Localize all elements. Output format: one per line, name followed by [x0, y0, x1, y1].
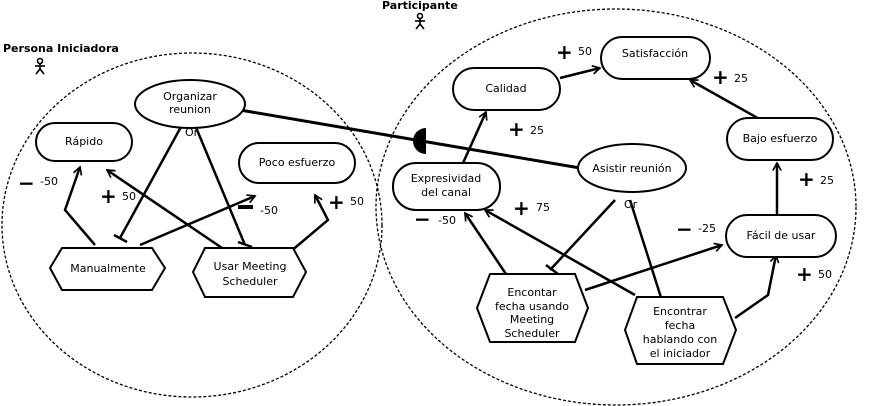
svg-text:-50: -50 — [260, 204, 278, 217]
actor-label-participante: Participante — [382, 0, 458, 12]
contrib-label-usar-ms-rapido: + 50 — [100, 184, 136, 208]
goal-asistir-reunion: Asistir reunión — [577, 143, 687, 193]
softgoal-calidad: Calidad — [452, 67, 561, 111]
svg-text:+: + — [508, 117, 525, 141]
svg-text:+: + — [100, 184, 117, 208]
svg-text:+: + — [556, 40, 573, 64]
or-bar — [237, 240, 253, 249]
minus-icon — [238, 205, 253, 209]
svg-text:Usar Meeting: Usar Meeting — [214, 260, 287, 273]
svg-text:50: 50 — [818, 268, 832, 281]
task-encontrar-fecha-hablando: Encontrar fecha hablando con el iniciado… — [623, 296, 738, 365]
svg-text:Bajo esfuerzo: Bajo esfuerzo — [743, 132, 818, 145]
softgoal-satisfaccion: Satisfacción — [600, 36, 711, 80]
svg-text:Calidad: Calidad — [485, 82, 526, 95]
svg-text:50: 50 — [350, 195, 364, 208]
svg-text:fecha usando: fecha usando — [495, 300, 569, 313]
contrib-encontrar-hablando-facil — [734, 255, 776, 320]
contrib-label-encontrar-ms-expresividad: − -50 — [414, 207, 456, 231]
contrib-expresividad-calidad — [461, 112, 486, 164]
svg-text:Manualmente: Manualmente — [70, 262, 146, 275]
dependency-marker — [413, 128, 426, 154]
person-icon — [415, 12, 425, 30]
svg-text:Encontrar: Encontrar — [653, 305, 707, 318]
svg-text:-25: -25 — [698, 222, 716, 235]
svg-text:Scheduler: Scheduler — [222, 275, 278, 288]
svg-text:Satisfacción: Satisfacción — [622, 47, 688, 60]
svg-text:−: − — [676, 217, 693, 241]
person-icon — [35, 57, 45, 75]
contrib-label-usar-ms-poco-esfuerzo: + 50 — [328, 190, 364, 214]
contrib-label-facil-bajo: + 25 — [798, 167, 834, 191]
task-usar-meeting-scheduler: Usar Meeting Scheduler — [191, 247, 308, 298]
svg-text:del canal: del canal — [421, 186, 471, 199]
svg-text:+: + — [328, 190, 345, 214]
svg-text:Organizar: Organizar — [163, 90, 217, 103]
contrib-label-manualmente-rapido: − -50 — [18, 171, 58, 195]
contrib-label-manualmente-poco-esfuerzo: -50 — [238, 204, 278, 217]
svg-text:50: 50 — [122, 190, 136, 203]
svg-text:Expresividad: Expresividad — [411, 172, 482, 185]
contrib-label-expresividad-calidad: + 25 — [508, 117, 544, 141]
task-manualmente: Manualmente — [48, 247, 167, 291]
actor-boundary-iniciadora — [1, 52, 383, 398]
svg-text:25: 25 — [530, 124, 544, 137]
svg-text:Poco esfuerzo: Poco esfuerzo — [259, 156, 336, 169]
contrib-label-calidad-satisfaccion: + 50 — [556, 40, 592, 64]
or-link-encontrar-hablando — [628, 199, 667, 311]
softgoal-expresividad-canal: Expresividad del canal — [392, 162, 501, 211]
contrib-usar-ms-poco-esfuerzo — [289, 195, 330, 253]
svg-text:+: + — [712, 65, 729, 89]
svg-text:25: 25 — [820, 174, 834, 187]
svg-text:Rápido: Rápido — [65, 135, 103, 148]
svg-text:25: 25 — [734, 72, 748, 85]
contrib-calidad-satisfaccion — [559, 68, 600, 80]
svg-text:Asistir reunión: Asistir reunión — [592, 162, 671, 175]
svg-text:el iniciador: el iniciador — [650, 347, 711, 360]
svg-text:Scheduler: Scheduler — [504, 327, 560, 340]
contrib-encontrar-ms-expresividad — [463, 213, 512, 281]
svg-text:-50: -50 — [40, 175, 58, 188]
dependency-link — [239, 108, 581, 170]
svg-text:reunion: reunion — [169, 103, 211, 116]
svg-text:+: + — [798, 167, 815, 191]
or-link-manualmente — [118, 124, 184, 239]
or-label: Or — [624, 198, 638, 211]
or-label: Or — [185, 126, 199, 139]
svg-text:Meeting: Meeting — [510, 313, 554, 326]
svg-text:+: + — [796, 262, 813, 286]
actor-boundary-participante — [375, 8, 857, 406]
contrib-usar-ms-rapido — [107, 168, 226, 252]
actor-label-iniciadora: Persona Iniciadora — [3, 42, 119, 55]
or-link-usar-ms — [193, 124, 247, 246]
svg-text:−: − — [18, 171, 35, 195]
svg-text:+: + — [513, 196, 530, 220]
or-bar — [113, 233, 128, 244]
svg-text:-50: -50 — [438, 214, 456, 227]
contrib-manualmente-poco-esfuerzo — [139, 196, 255, 247]
svg-text:Encontar: Encontar — [507, 286, 557, 299]
contrib-label-encontrar-hablando-expresividad: + 75 — [513, 196, 550, 220]
svg-text:fecha: fecha — [665, 319, 695, 332]
task-encontrar-fecha-meeting-scheduler: Encontar fecha usando Meeting Scheduler — [475, 273, 590, 343]
svg-text:Fácil de usar: Fácil de usar — [747, 229, 816, 242]
or-bar — [545, 264, 559, 275]
contrib-manualmente-rapido — [63, 167, 96, 246]
softgoal-bajo-esfuerzo: Bajo esfuerzo — [726, 117, 834, 161]
svg-text:50: 50 — [578, 45, 592, 58]
svg-text:−: − — [414, 207, 431, 231]
softgoal-poco-esfuerzo: Poco esfuerzo — [238, 142, 356, 184]
svg-text:75: 75 — [536, 201, 550, 214]
softgoal-facil-de-usar: Fácil de usar — [725, 214, 837, 258]
svg-text:hablando con: hablando con — [643, 333, 717, 346]
contrib-encontrar-ms-facil — [584, 245, 722, 292]
contrib-label-encontrar-hablando-facil: + 50 — [796, 262, 832, 286]
goal-organizar-reunion: Organizar reunion — [134, 79, 246, 129]
contrib-label-encontrar-ms-facil: − -25 — [676, 217, 716, 241]
contrib-label-bajo-satisfaccion: + 25 — [712, 65, 748, 89]
or-link-encontrar-ms — [549, 199, 616, 271]
softgoal-rapido: Rápido — [35, 122, 133, 162]
